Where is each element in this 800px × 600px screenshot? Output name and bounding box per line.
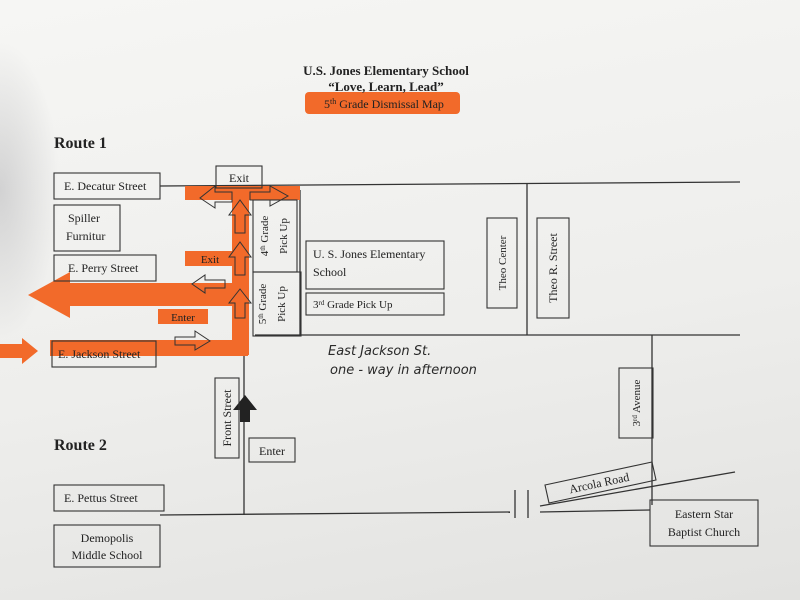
arcola-box bbox=[544, 461, 657, 504]
school-line1: U. S. Jones Elementary bbox=[313, 247, 425, 261]
grade4-sup: th bbox=[259, 245, 267, 251]
map-title-num: 5 bbox=[324, 97, 330, 111]
pettus-street-line bbox=[159, 511, 511, 516]
enter-bottom-label: Enter bbox=[259, 444, 285, 458]
third-avenue-box bbox=[618, 367, 654, 439]
theo-r-label: Theo R. Street bbox=[546, 233, 560, 303]
black-arrow-up bbox=[233, 395, 257, 422]
title-highlight bbox=[305, 92, 460, 114]
grade5-line2: Pick Up bbox=[276, 286, 288, 322]
front-street-box bbox=[214, 377, 240, 459]
pettus-label: E. Pettus Street bbox=[64, 491, 138, 505]
perry-label: E. Perry Street bbox=[68, 261, 139, 275]
church-line1: Eastern Star bbox=[675, 507, 733, 521]
route2-label: Route 2 bbox=[54, 437, 107, 454]
spiller-box bbox=[53, 204, 121, 252]
exit-mid-label: Exit bbox=[201, 254, 219, 266]
third-avenue-rest: Avenue bbox=[631, 379, 643, 415]
jackson-label: E. Jackson Street bbox=[58, 347, 141, 361]
enter-mid-label: Enter bbox=[171, 312, 195, 324]
grade4-rest: Grade bbox=[259, 216, 271, 246]
grade3-num: 3 bbox=[313, 299, 319, 311]
church-box bbox=[649, 499, 759, 547]
grade4-line1: 4th Grade bbox=[259, 216, 271, 257]
arrow-up-1 bbox=[228, 199, 252, 234]
demopolis-line2: Middle School bbox=[72, 548, 144, 562]
route-jackson-highlight bbox=[50, 340, 248, 356]
theo-r-box bbox=[536, 217, 570, 319]
theo-center-label: Theo Center bbox=[497, 235, 509, 290]
grade3-sup: rd bbox=[319, 299, 325, 307]
grade4-line2: Pick Up bbox=[278, 218, 290, 254]
third-avenue-sup: rd bbox=[631, 415, 639, 421]
enter-arrow-left bbox=[0, 338, 38, 364]
map-title: 5th Grade Dismissal Map bbox=[324, 97, 444, 111]
perry-box bbox=[53, 254, 157, 282]
grade5-line1: 5th Grade bbox=[257, 284, 269, 325]
school-name-title: U.S. Jones Elementary School bbox=[303, 63, 469, 78]
note-line1: East Jackson St. bbox=[328, 344, 431, 359]
exit-mid-highlight bbox=[185, 251, 235, 266]
arrow-perry-left bbox=[191, 274, 226, 294]
demopolis-box bbox=[53, 524, 161, 568]
school-line2: School bbox=[313, 265, 347, 279]
route-highlights bbox=[0, 92, 460, 364]
grade4-num: 4 bbox=[259, 250, 271, 256]
motto: “Love, Learn, Lead” bbox=[328, 79, 444, 94]
theo-center-box bbox=[486, 217, 518, 309]
grade5-sup: th bbox=[257, 313, 265, 319]
pettus-box bbox=[53, 484, 165, 512]
arrow-up-2 bbox=[228, 241, 252, 276]
spiller-line1: Spiller bbox=[68, 211, 100, 225]
street-lines bbox=[159, 181, 741, 518]
demopolis-line1: Demopolis bbox=[81, 531, 134, 545]
spiller-line2: Furnitur bbox=[66, 229, 105, 243]
note-line2: one - way in afternoon bbox=[330, 363, 477, 378]
church-line2: Baptist Church bbox=[668, 525, 740, 539]
route-top-highlight bbox=[185, 186, 300, 200]
jackson-box bbox=[51, 340, 157, 368]
grade3-rest: Grade Pick Up bbox=[324, 299, 393, 311]
arrow-top-left bbox=[199, 184, 233, 209]
map-title-rest: Grade Dismissal Map bbox=[336, 97, 444, 111]
third-avenue-label: 3rd Avenue bbox=[631, 379, 643, 426]
decatur-box bbox=[53, 172, 161, 200]
grade5-num: 5 bbox=[257, 318, 269, 324]
third-avenue-num: 3 bbox=[631, 420, 643, 426]
enter-mid-highlight bbox=[158, 309, 208, 324]
label-boxes bbox=[51, 165, 759, 568]
arrow-jackson-right bbox=[174, 330, 211, 351]
decatur-label: E. Decatur Street bbox=[64, 179, 147, 193]
arcola-road-line bbox=[539, 471, 736, 507]
arrow-up-3 bbox=[227, 288, 253, 319]
exit-top-label: Exit bbox=[229, 171, 250, 185]
grade3-label: 3rd Grade Pick Up bbox=[313, 299, 393, 311]
route1-label: Route 1 bbox=[54, 135, 107, 152]
front-street-label: Front Street bbox=[220, 389, 234, 447]
exit-top-box bbox=[215, 165, 263, 189]
map-title-sup: th bbox=[330, 97, 336, 106]
route-left-arrow bbox=[28, 272, 248, 318]
church-road-line bbox=[539, 509, 651, 513]
route-direction-arrows bbox=[174, 184, 290, 351]
grade3-box bbox=[305, 292, 445, 316]
grade5-rest: Grade bbox=[257, 284, 269, 314]
school-box bbox=[305, 240, 445, 290]
decatur-street-line bbox=[159, 181, 741, 187]
enter-bottom-box bbox=[248, 437, 296, 463]
grade5-box bbox=[252, 271, 302, 337]
